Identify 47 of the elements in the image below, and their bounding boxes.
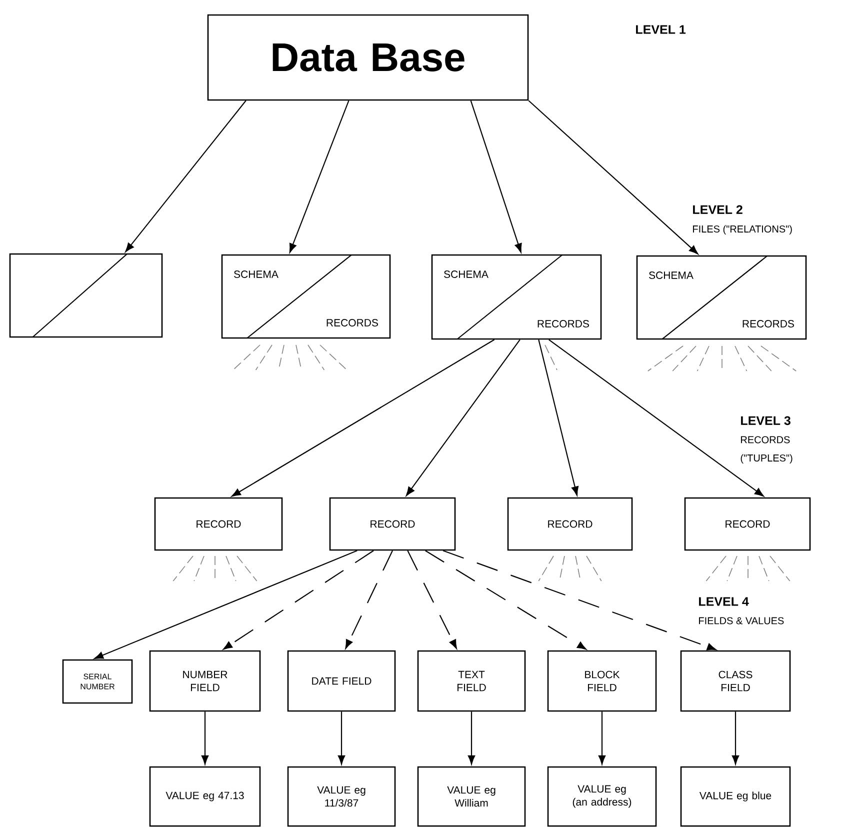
record-box: CLASS FIELD [680, 650, 791, 712]
arrow [732, 712, 740, 765]
level-note: RECORDS [741, 436, 790, 444]
arrow [289, 100, 350, 253]
level-heading: LEVEL 4 [699, 597, 749, 606]
arrow [232, 339, 495, 497]
arrow [345, 550, 393, 649]
record-box: TEXT FIELD [417, 650, 526, 712]
arrow [425, 550, 586, 650]
level-note: ("TUPLES") [740, 454, 792, 464]
arrow [442, 550, 716, 650]
record-box: VALUE eg 47.13 [149, 766, 261, 827]
arrow [470, 100, 522, 253]
arrow [468, 712, 476, 765]
record-box: RECORD [154, 497, 283, 551]
record-box: BLOCK FIELD [547, 650, 657, 712]
arrow [598, 712, 606, 765]
arrow [407, 550, 457, 649]
record-box: DATE FIELD [287, 650, 396, 712]
record-box: NUMBER FIELD [149, 650, 261, 712]
file-box: SCHEMA RECORDS [431, 254, 602, 340]
file-box [9, 253, 163, 338]
arrow [338, 712, 346, 765]
level-note: FIELDS & VALUES [699, 617, 784, 624]
record-box: RECORD [329, 497, 456, 551]
record-box: VALUE eg (an address) [547, 766, 657, 827]
level-heading: LEVEL 3 [741, 416, 790, 426]
arrow [94, 550, 358, 659]
title-box: Data Base [207, 14, 529, 101]
record-box: VALUE eg 11/3/87 [287, 766, 396, 827]
record-box: VALUE eg William [417, 766, 526, 827]
arrow [201, 712, 209, 765]
arrow [538, 340, 579, 496]
level-note: FILES ("RELATIONS") [693, 225, 792, 234]
arrow [548, 339, 764, 497]
record-box: RECORD [684, 497, 811, 551]
file-box: SCHEMA RECORDS [636, 255, 807, 340]
record-box: RECORD [507, 497, 633, 551]
record-box: SERIAL NUMBER [62, 659, 133, 704]
arrow [223, 550, 374, 650]
file-box: SCHEMA RECORDS [221, 254, 391, 339]
arrow [406, 339, 520, 496]
arrow [528, 100, 698, 254]
record-box: VALUE eg blue [680, 766, 791, 827]
level-heading: LEVEL 2 [693, 205, 742, 214]
level-heading: LEVEL 1 [636, 25, 686, 34]
arrow [125, 100, 246, 252]
